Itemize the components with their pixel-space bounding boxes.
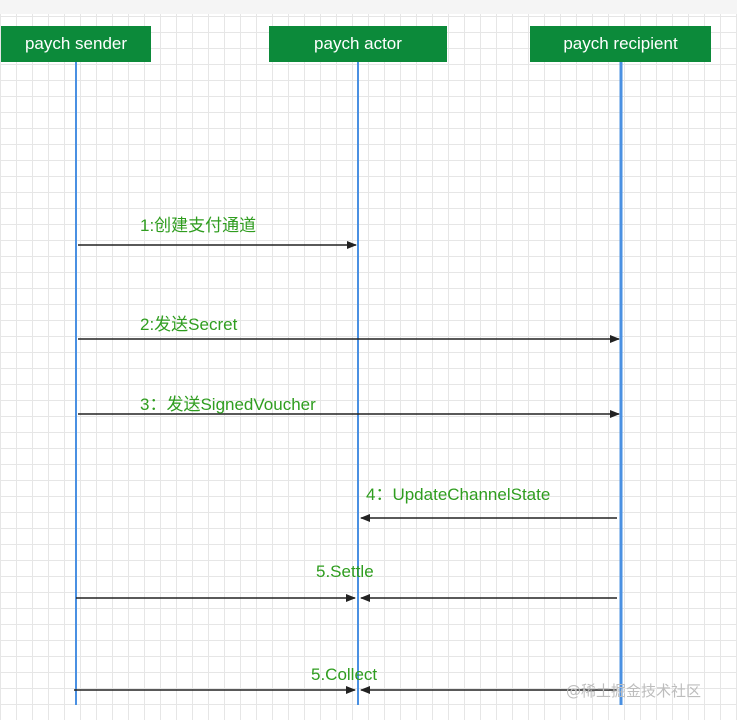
message-label-2: 2:发送Secret (140, 315, 238, 334)
actor-box-paych-actor: paych actor (269, 26, 447, 62)
actor-box-paych-sender: paych sender (1, 26, 151, 62)
message-label-3: 3：发送SignedVoucher (140, 395, 316, 414)
watermark-text: @稀土掘金技术社区 (566, 682, 702, 700)
actor-box-paych-recipient: paych recipient (530, 26, 711, 62)
top-strip (0, 0, 737, 14)
message-label-5-settle: 5.Settle (316, 562, 374, 581)
message-label-5-collect: 5.Collect (311, 665, 378, 684)
message-label-4: 4：UpdateChannelState (366, 485, 551, 504)
message-label-1: 1:创建支付通道 (140, 216, 257, 235)
